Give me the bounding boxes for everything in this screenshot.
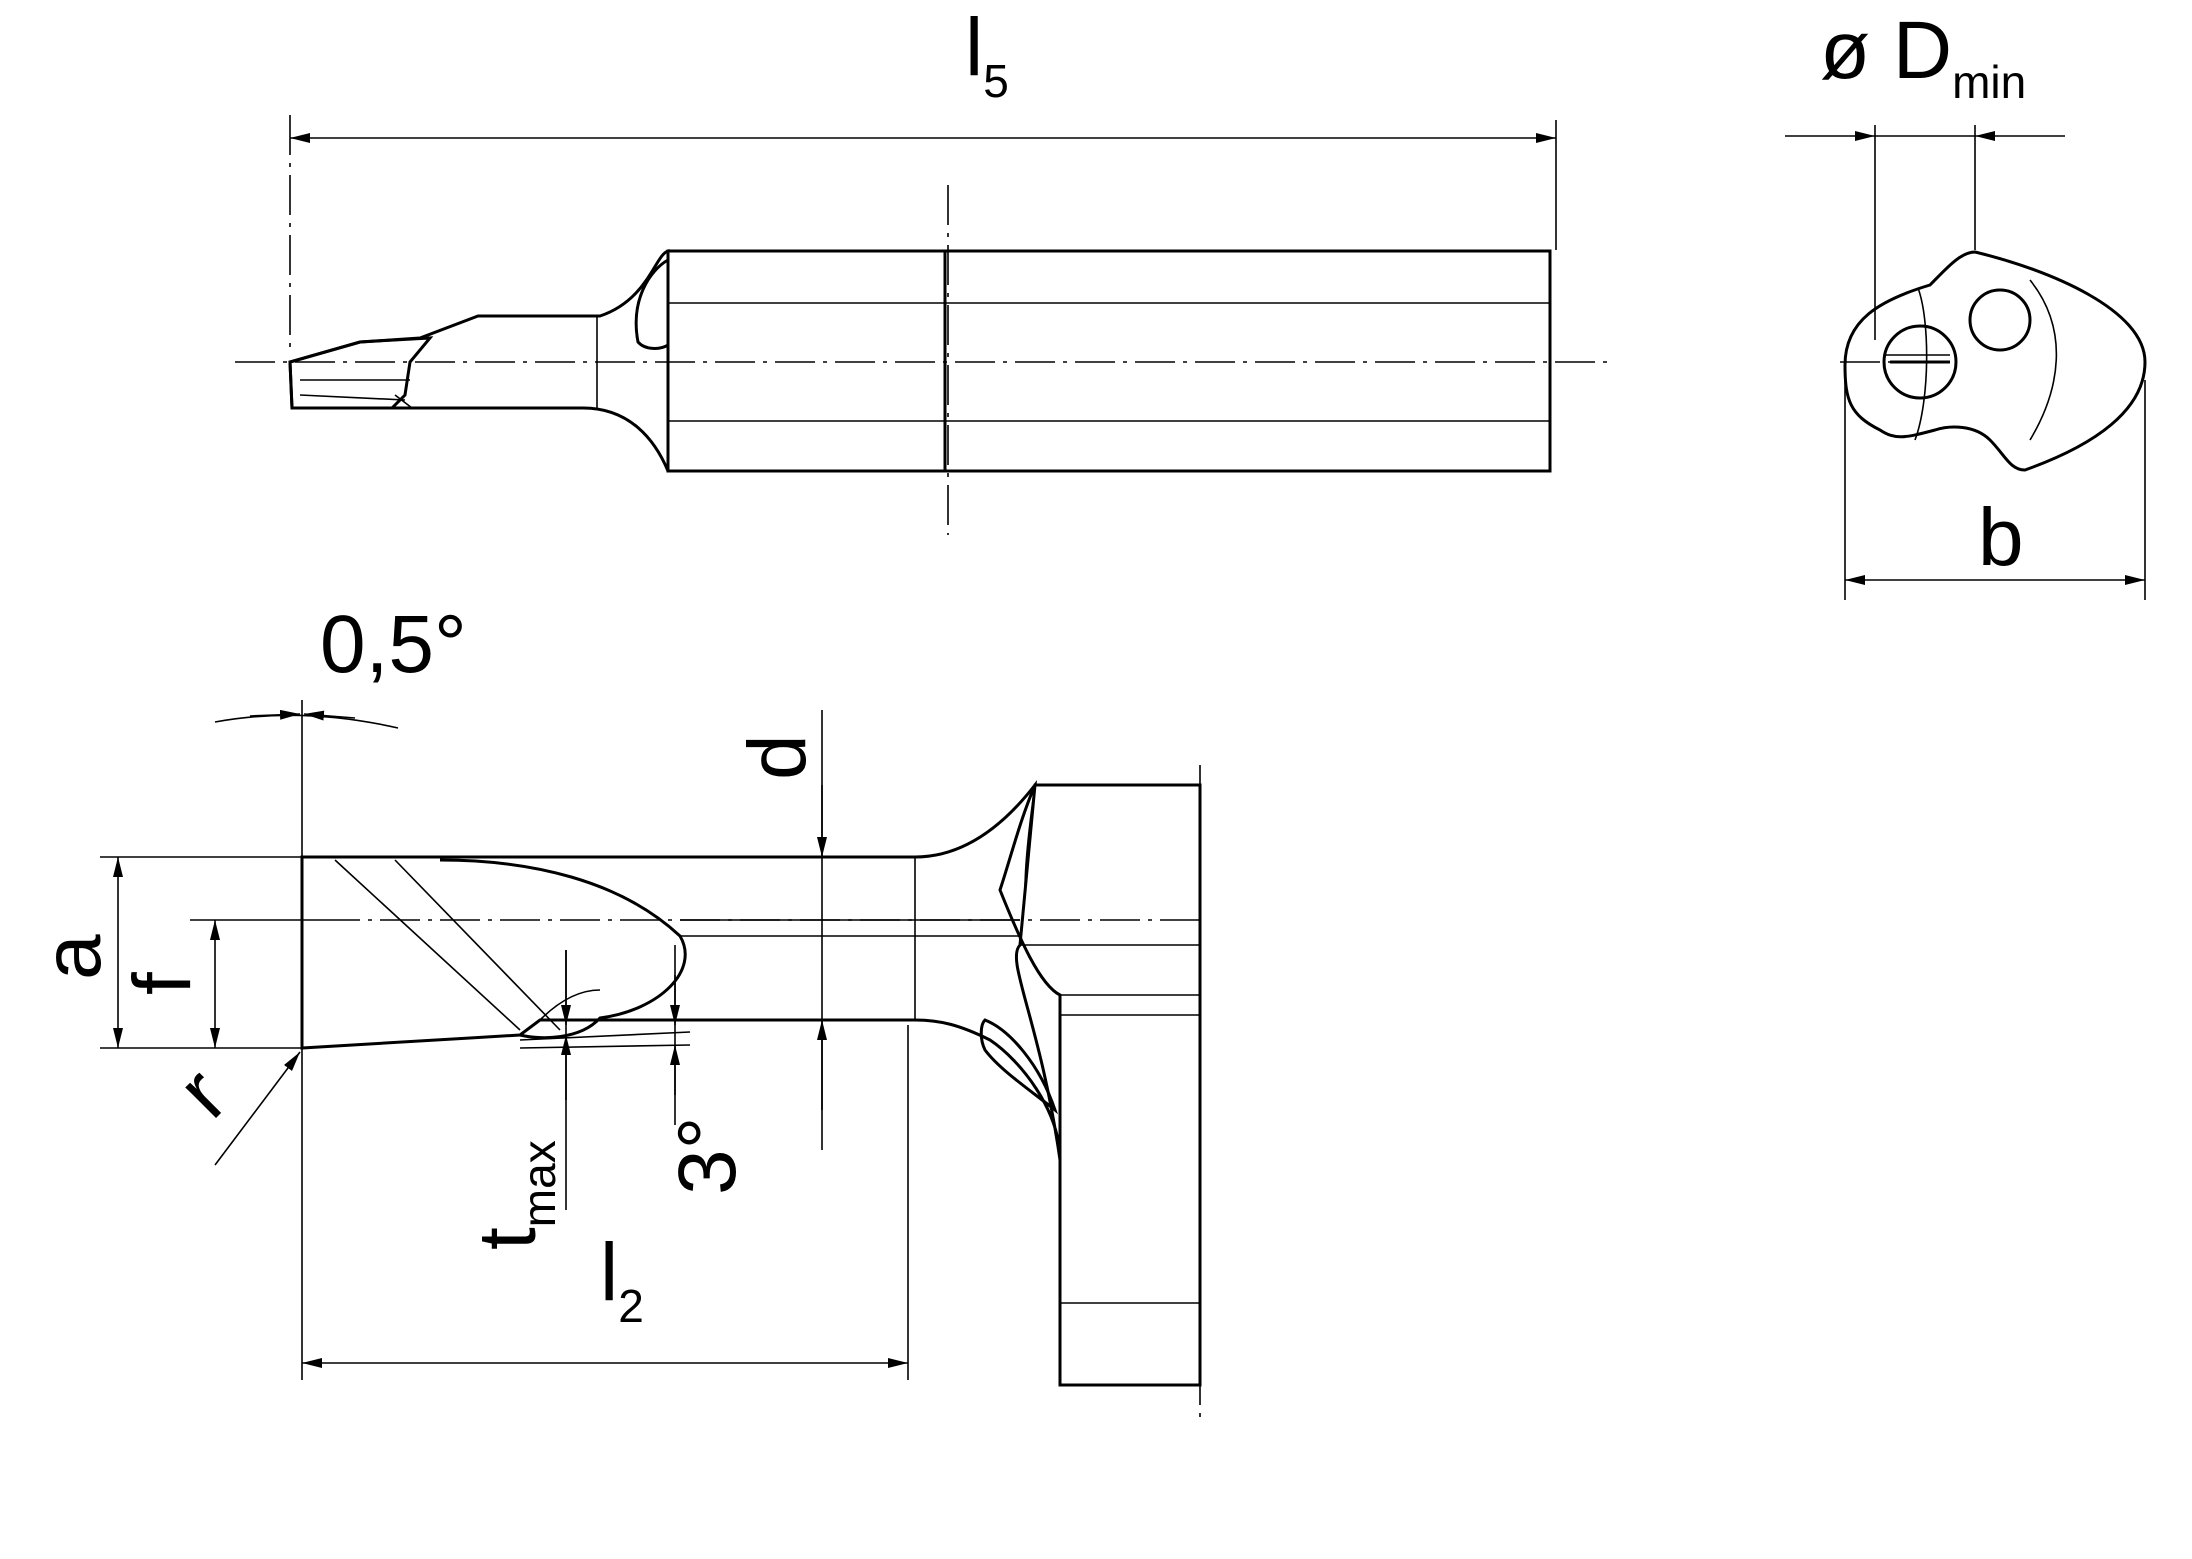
detail-view — [100, 700, 1202, 1425]
detail-insert — [300, 780, 1062, 1161]
side-view — [235, 115, 1610, 535]
label-f: f — [117, 972, 208, 995]
label-l5: l5 — [965, 2, 1009, 107]
label-l2: l2 — [600, 1227, 644, 1332]
tool-neck — [288, 248, 670, 472]
shank-grey — [943, 249, 1552, 473]
label-angle-side: 3° — [662, 1117, 753, 1195]
detail-shank — [998, 783, 1202, 1387]
end-view — [1785, 125, 2147, 600]
tool-end-profile — [1843, 250, 2147, 472]
labels: l5 ø Dmin b 0,5° d a f r tmax 3° l2 — [27, 2, 2026, 1332]
label-dmin: ø Dmin — [1820, 5, 2026, 108]
label-angle-tip: 0,5° — [320, 599, 467, 690]
label-b: b — [1978, 492, 2024, 583]
coolant-hole — [1968, 288, 2032, 352]
label-r: r — [160, 1051, 244, 1135]
tool-tip — [288, 336, 434, 410]
label-d: d — [732, 734, 823, 780]
shank-yellow — [666, 249, 947, 473]
label-tmax: tmax — [462, 1140, 565, 1250]
label-a: a — [27, 934, 118, 980]
